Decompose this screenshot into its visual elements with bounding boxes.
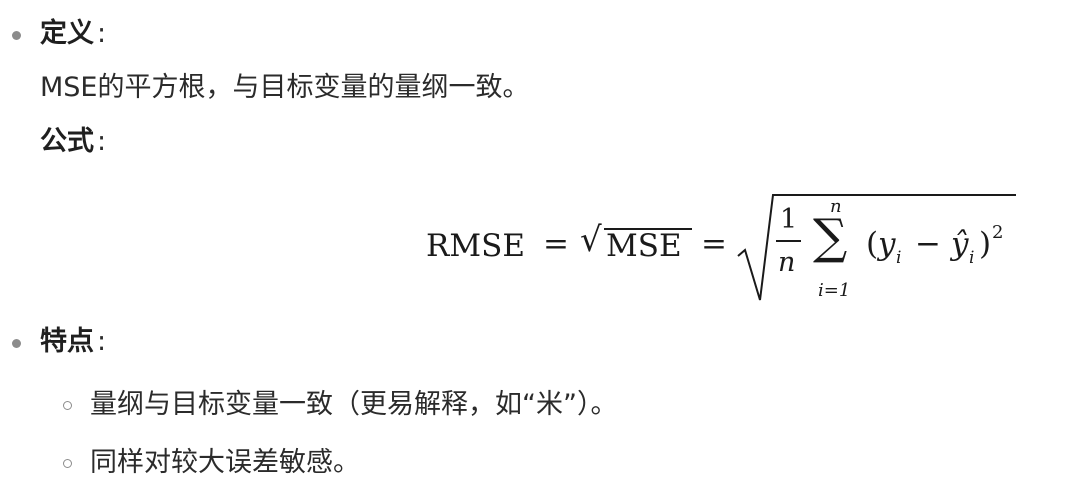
- definition-text: MSE的平方根，与目标变量的量纲一致。: [40, 71, 530, 105]
- bullet-definition: [12, 31, 21, 40]
- sum-sigma: ∑: [813, 209, 848, 265]
- bullet-features: [12, 339, 21, 348]
- formula-colon: :: [97, 126, 107, 157]
- formula-lhs: RMSE: [426, 228, 525, 264]
- big-radical-sign: [737, 194, 1016, 301]
- feature-item-2-text: 同样对较大误差敏感。: [90, 447, 360, 478]
- term-y: y: [878, 226, 896, 262]
- term-y-subscript: i: [896, 248, 902, 268]
- frac-numerator: 1: [780, 204, 798, 235]
- term-yhat: ŷ: [951, 226, 969, 262]
- sum-lower-limit: i=1: [818, 280, 851, 301]
- rmse-formula: RMSE = √ MSE = 1 n n ∑ i=1 ( y i − ŷ i )…: [426, 192, 1016, 310]
- formula-heading-row: 公式:: [40, 125, 106, 159]
- features-heading-row: 特点:: [40, 325, 106, 359]
- definition-heading-row: 定义:: [40, 17, 106, 51]
- small-radical-bar: [604, 228, 692, 230]
- formula-heading: 公式: [40, 126, 94, 157]
- close-paren: ): [979, 226, 992, 262]
- minus-sign: −: [915, 226, 941, 262]
- term-yhat-subscript: i: [969, 248, 975, 268]
- formula-equals-2: =: [701, 226, 727, 262]
- definition-heading: 定义: [40, 18, 94, 49]
- feature-item-1-text: 量纲与目标变量一致（更易解释，如“米”）。: [90, 389, 618, 420]
- definition-colon: :: [97, 18, 107, 49]
- sum-upper-limit: n: [830, 196, 842, 217]
- open-paren: (: [866, 226, 879, 262]
- formula-sqrt-inner: MSE: [606, 228, 682, 264]
- feature-item-2: 同样对较大误差敏感。: [90, 446, 360, 480]
- sub-bullet-2: [63, 459, 72, 468]
- sub-bullet-1: [63, 401, 72, 410]
- exponent-two: 2: [992, 222, 1004, 243]
- definition-text-content: MSE的平方根，与目标变量的量纲一致。: [40, 72, 530, 103]
- features-heading: 特点: [40, 326, 94, 357]
- features-colon: :: [97, 326, 107, 357]
- frac-denominator: n: [778, 247, 796, 278]
- fraction-bar: [776, 240, 801, 242]
- small-radical-sign: √: [580, 220, 602, 260]
- formula-equals-1: =: [543, 226, 569, 262]
- feature-item-1: 量纲与目标变量一致（更易解释，如“米”）。: [90, 388, 617, 422]
